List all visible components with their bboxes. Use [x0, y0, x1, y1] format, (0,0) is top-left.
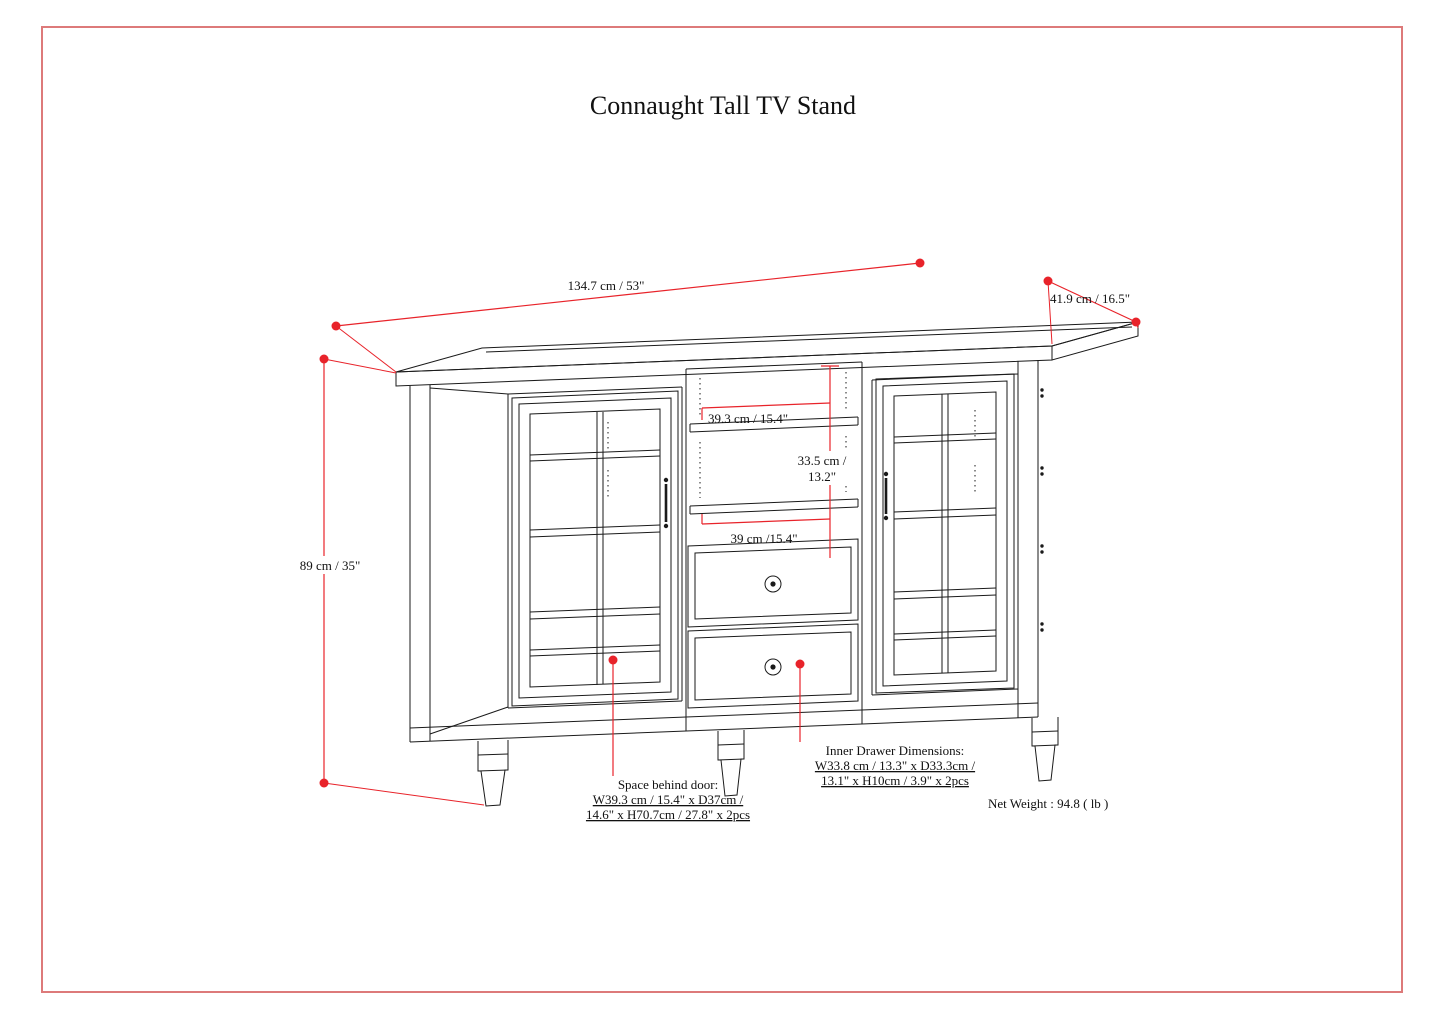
lower-drawer: [687, 623, 859, 709]
door-space-annotation: Space behind door: W39.3 cm / 15.4" x D3…: [586, 655, 750, 822]
legs: [477, 717, 1059, 807]
height-dimension: 89 cm / 35": [292, 354, 485, 806]
door-space-line-2: W39.3 cm / 15.4" x D37cm /: [593, 792, 744, 807]
inner-drawer-line-2: W33.8 cm / 13.3" x D33.3cm /: [815, 758, 976, 773]
left-door: [511, 390, 679, 707]
net-weight-label: Net Weight : 94.8 ( lb ): [988, 796, 1108, 811]
depth-dimension-label: 41.9 cm / 16.5": [1050, 291, 1130, 306]
lower-shelf-dimension: 39 cm /15.4": [701, 514, 831, 546]
page-border: [41, 26, 1403, 993]
upper-drawer: [687, 538, 859, 628]
hinge-dots: [1040, 388, 1044, 632]
shelf-height-dimension-label-1: 33.5 cm /: [798, 453, 847, 468]
door-space-line-1: Space behind door:: [618, 777, 718, 792]
top-shelf-dimension-label: 39.3 cm / 15.4": [708, 411, 788, 426]
dimension-dot: [319, 354, 329, 364]
inner-drawer-line-1: Inner Drawer Dimensions:: [826, 743, 965, 758]
shelf-height-dimension-label-2: 13.2": [808, 469, 836, 484]
inner-drawer-annotation: Inner Drawer Dimensions: W33.8 cm / 13.3…: [795, 659, 976, 788]
center-shelves: [689, 372, 859, 515]
dimension-dot: [1043, 276, 1053, 286]
dimension-dot: [331, 321, 341, 331]
dimension-dot: [319, 778, 329, 788]
depth-dimension: 41.9 cm / 16.5": [1043, 276, 1141, 345]
cabinet-top-slab: [395, 321, 1139, 387]
dimension-dot: [1131, 317, 1141, 327]
furniture-drawing: [395, 321, 1139, 807]
leader-dot: [608, 655, 618, 665]
left-door-handle: [663, 477, 669, 529]
cabinet-carcass: [409, 360, 1039, 743]
height-dimension-label: 89 cm / 35": [300, 558, 361, 573]
inner-drawer-line-3: 13.1" x H10cm / 3.9" x 2pcs: [821, 773, 969, 788]
width-dimension: 134.7 cm / 53": [331, 258, 925, 373]
dimension-dot: [915, 258, 925, 268]
page-title: Connaught Tall TV Stand: [590, 91, 856, 120]
width-dimension-label: 134.7 cm / 53": [568, 278, 645, 293]
door-space-line-3: 14.6" x H70.7cm / 27.8" x 2pcs: [586, 807, 750, 822]
right-door-handle: [883, 471, 889, 521]
leader-dot: [795, 659, 805, 669]
top-shelf-dimension: 39.3 cm / 15.4": [701, 402, 831, 426]
shelf-height-dimension: 33.5 cm / 13.2": [792, 365, 854, 558]
lower-shelf-dimension-label: 39 cm /15.4": [730, 531, 797, 546]
right-door: [875, 373, 1015, 694]
